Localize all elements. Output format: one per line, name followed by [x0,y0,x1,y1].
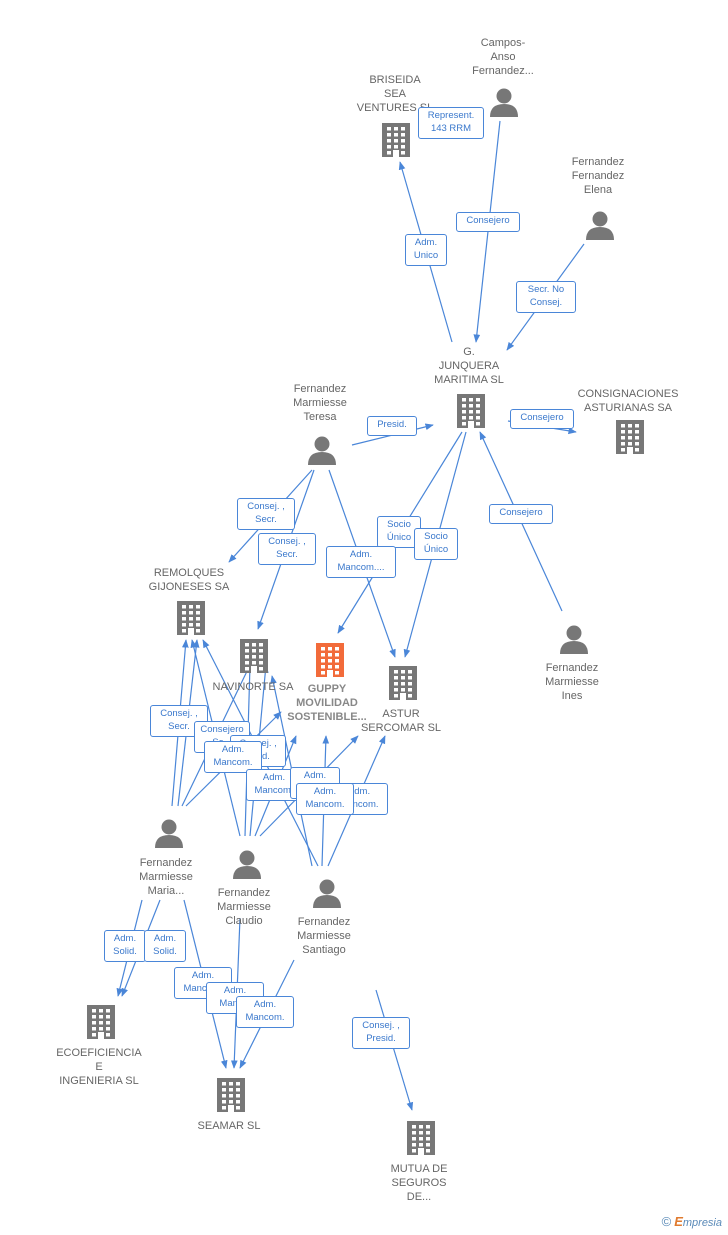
building-icon[interactable] [316,643,344,677]
node-label[interactable]: Fernandez Fernandez Elena [571,156,625,196]
edge-role-label[interactable]: Adm. Unico [405,234,447,266]
node-label[interactable]: MUTUA DE SEGUROS DE... [390,1163,448,1203]
edge-role-label[interactable]: Consejero [510,409,574,429]
brand-initial: E [674,1214,683,1229]
edge-role-label[interactable]: Adm. Mancom. [204,741,262,773]
node-label[interactable]: GUPPY MOVILIDAD SOSTENIBLE... [287,683,367,723]
node-label[interactable]: Fernandez Marmiesse Teresa [293,383,347,423]
edge-role-label[interactable]: Presid. [367,416,417,436]
credit[interactable]: ©Empresia [662,1214,722,1229]
edge-role-label[interactable]: Consej. , Secr. [258,533,316,565]
node-label[interactable]: SEAMAR SL [197,1120,261,1132]
edge-role-label[interactable]: Adm. Solid. [104,930,146,962]
building-icon[interactable] [407,1121,435,1155]
node-label[interactable]: REMOLQUES GIJONESES SA [148,567,230,593]
person-icon[interactable] [560,625,588,655]
edge-role-label[interactable]: Adm. Mancom.... [326,546,396,578]
node-label[interactable]: G. JUNQUERA MARITIMA SL [434,346,504,386]
edge-role-label[interactable]: Adm. Mancom. [296,783,354,815]
edge-role-label[interactable]: Represent. 143 RRM [418,107,484,139]
edge-role-label[interactable]: Consej. , Presid. [352,1017,410,1049]
building-icon[interactable] [217,1078,245,1112]
edge-role-label[interactable]: Socio Único [377,516,421,548]
edge-role-label[interactable]: Consejero [456,212,520,232]
building-icon[interactable] [87,1005,115,1039]
person-icon[interactable] [313,879,341,909]
copyright-icon: © [661,1214,672,1229]
node-label[interactable]: ASTUR SERCOMAR SL [360,708,442,734]
building-icon[interactable] [382,123,410,157]
building-icon[interactable] [177,601,205,635]
node-label[interactable]: Fernandez Marmiesse Ines [545,662,599,702]
node-label[interactable]: CONSIGNACIONES ASTURIANAS SA [577,388,679,414]
person-icon[interactable] [490,88,518,118]
edge-role-label[interactable]: Adm. Solid. [144,930,186,962]
person-icon[interactable] [308,436,336,466]
building-icon[interactable] [389,666,417,700]
node-label[interactable]: Campos- Anso Fernandez... [472,37,534,77]
node-label[interactable]: Fernandez Marmiesse Santiago [297,916,351,956]
node-label[interactable]: Fernandez Marmiesse Claudio [217,887,271,927]
person-icon[interactable] [155,819,183,849]
brand-name: mpresia [682,1217,722,1229]
edge-role-label[interactable]: Consej. , Secr. [237,498,295,530]
node-label[interactable]: Fernandez Marmiesse Maria... [139,857,193,897]
nodes-layer [87,88,644,1155]
building-icon[interactable] [616,420,644,454]
edge-role-label[interactable]: Secr. No Consej. [516,281,576,313]
node-label[interactable]: NAVINORTE SA [212,681,294,693]
relation-edge [375,989,414,1111]
building-icon[interactable] [457,394,485,428]
node-label[interactable]: ECOEFICIENCIA E INGENIERIA SL [56,1047,142,1087]
edge-role-label[interactable]: Adm. Mancom. [236,996,294,1028]
person-icon[interactable] [233,850,261,880]
person-icon[interactable] [586,211,614,241]
building-icon[interactable] [240,639,268,673]
edge-role-label[interactable]: Socio Único [414,528,458,560]
edge-role-label[interactable]: Consejero [489,504,553,524]
